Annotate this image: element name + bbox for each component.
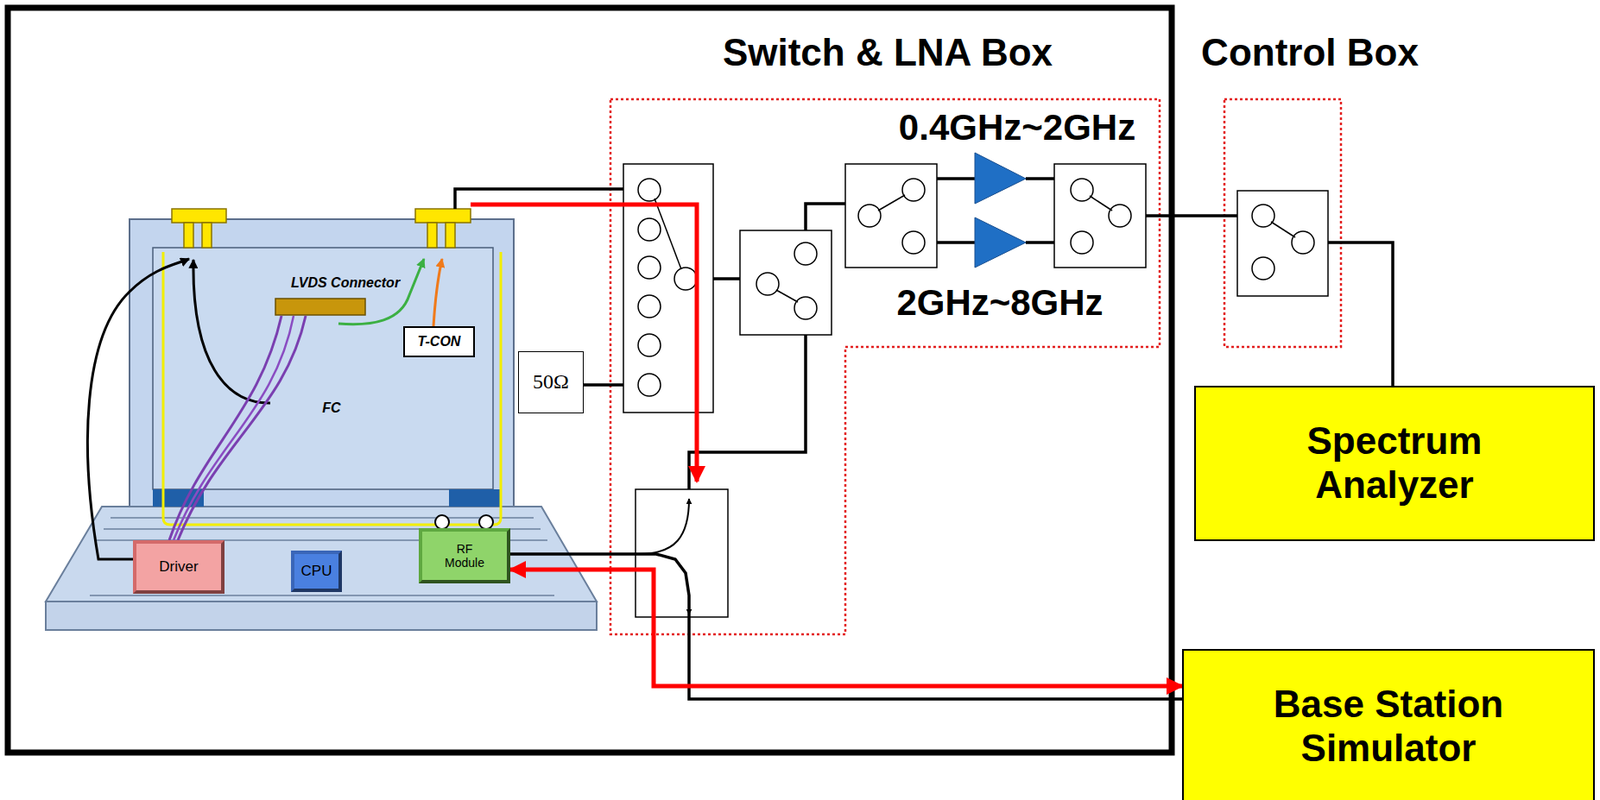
- multi-throw-switch: [638, 295, 661, 318]
- multi-throw-switch: [638, 178, 661, 202]
- multi-throw-switch: [674, 267, 697, 291]
- rf-cable: [936, 240, 975, 245]
- spdt-switch: [858, 204, 881, 228]
- internal-wire: [87, 259, 190, 560]
- signal-path-arrow: [510, 569, 1183, 687]
- spectrum-analyzer: Spectrum Analyzer: [1194, 385, 1595, 542]
- box-label: CPU: [301, 562, 333, 581]
- internal-wire: [173, 316, 294, 541]
- driver-chip: Driver: [132, 540, 225, 595]
- tcon-board: T-CON: [403, 326, 475, 358]
- internal-wire: [87, 259, 443, 560]
- switch-lna-region: [610, 99, 1160, 635]
- laptop-drawing: [275, 298, 366, 316]
- spdt-switch: [1291, 231, 1315, 254]
- box-label: T-CON: [417, 334, 462, 350]
- spdt-switch: [776, 290, 798, 303]
- multi-throw-switch: [623, 164, 714, 413]
- multi-throw-switch: [654, 198, 682, 270]
- internal-wire: [338, 259, 424, 325]
- enclosure-outline: [7, 7, 1172, 753]
- control-box-region: [1224, 99, 1341, 348]
- spdt-switch: [1252, 257, 1275, 280]
- laptop-drawing: [45, 601, 597, 631]
- multi-throw-switch: [623, 164, 714, 413]
- box-heading: Switch & LNA Box: [722, 31, 1053, 75]
- band-label: 0.4GHz~2GHz: [898, 107, 1136, 149]
- rf-cable: [1025, 240, 1055, 245]
- spdt-switch: [1054, 164, 1146, 268]
- directional-coupler: [638, 499, 690, 555]
- antenna-connector: [171, 208, 227, 223]
- spdt-switch: [1271, 221, 1296, 238]
- antenna-connector: [427, 222, 437, 248]
- spdt-switch: [739, 230, 832, 336]
- antenna-connector: [183, 222, 194, 248]
- spdt-switch: [1070, 231, 1094, 254]
- spdt-switch: [739, 164, 1329, 336]
- spdt-switch: [1237, 190, 1329, 297]
- spdt-switch: [1252, 204, 1275, 228]
- part-name: FC: [322, 400, 341, 417]
- multi-throw-switch: [638, 334, 661, 357]
- multi-throw-switch: [638, 373, 661, 397]
- lna-amplifier: [974, 217, 1026, 268]
- box-label: RF Module: [438, 542, 491, 570]
- spdt-switch: [756, 272, 779, 296]
- spdt-switch: [902, 178, 925, 202]
- base-station-simulator: Base Station Simulator: [1182, 649, 1595, 800]
- rf-cable: [510, 554, 1183, 700]
- box-heading: Control Box: [1201, 31, 1419, 75]
- spdt-switch: [794, 297, 817, 320]
- lna-amplifier: [974, 152, 1026, 204]
- signal-path-arrow: [470, 204, 697, 482]
- box-label: Spectrum Analyzer: [1239, 419, 1550, 507]
- rf-cable: [936, 177, 975, 181]
- spdt-switch: [794, 242, 817, 266]
- spdt-switch: [1108, 204, 1132, 228]
- box-label: 50Ω: [532, 370, 570, 395]
- spdt-switch: [1089, 196, 1113, 211]
- rf-port: [435, 515, 450, 530]
- rf-cable: [1328, 242, 1393, 386]
- laptop-drawing: [152, 247, 494, 490]
- rf-cable: [1145, 214, 1238, 218]
- antenna-connector: [415, 208, 471, 223]
- spdt-switch: [1070, 178, 1094, 202]
- band-label: 2GHz~8GHz: [896, 282, 1103, 324]
- rf-port: [479, 515, 494, 530]
- antenna-connector: [171, 208, 471, 248]
- spdt-switch: [845, 164, 937, 268]
- laptop-drawing: [449, 489, 500, 507]
- spdt-switch: [902, 231, 925, 254]
- laptop-drawing: [110, 517, 534, 519]
- antenna-connector: [445, 222, 456, 248]
- internal-wire: [433, 259, 443, 327]
- rf-module: RF Module: [418, 528, 511, 584]
- laptop-drawing: [129, 219, 514, 507]
- termination-load: 50Ω: [518, 351, 584, 414]
- box-label: Driver: [158, 558, 198, 576]
- rf-cable: [1025, 177, 1055, 181]
- multi-throw-switch: [638, 256, 661, 279]
- part-name: LVDS Connector: [290, 275, 400, 291]
- antenna-cable: [163, 252, 501, 525]
- laptop-drawing: [89, 594, 555, 597]
- multi-throw-switch: [638, 218, 661, 241]
- antenna-connector: [202, 222, 212, 248]
- spdt-switch: [878, 195, 905, 211]
- cpu-chip: CPU: [290, 550, 342, 593]
- internal-wire: [169, 316, 282, 541]
- box-label: Base Station Simulator: [1233, 683, 1544, 771]
